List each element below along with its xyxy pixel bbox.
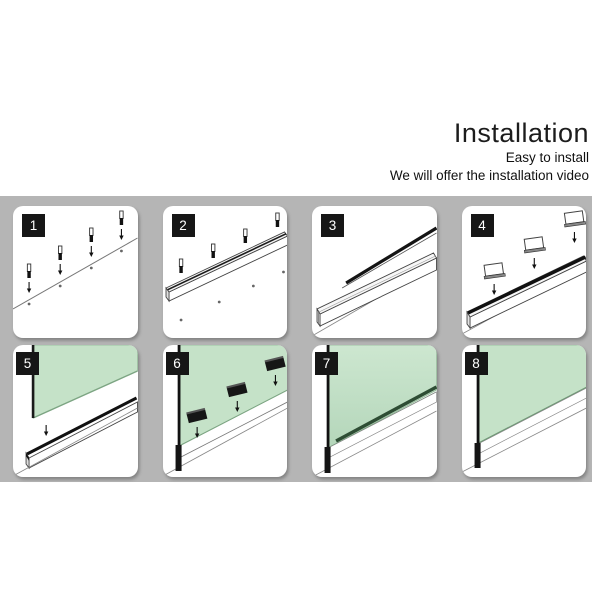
floor-line (461, 407, 586, 473)
channel-end-cap (474, 443, 481, 468)
arrow-down-icon (26, 229, 124, 293)
step-number-badge: 7 (315, 352, 338, 375)
step-number-badge: 4 (470, 214, 494, 237)
steps-panel: 1 (0, 196, 592, 482)
step-card-2: 2 (162, 206, 287, 338)
step-number-badge: 6 (165, 352, 189, 375)
floor-line (162, 407, 287, 477)
step-number-badge: 3 (321, 214, 344, 237)
step-card-5: 5 (13, 345, 138, 477)
gasket-strip (466, 255, 586, 315)
step-2-diagram (164, 212, 287, 322)
step-5-diagram (13, 345, 138, 477)
channel-bottom-line (178, 401, 287, 459)
glass-panel (31, 345, 138, 419)
channel-profile (465, 255, 586, 330)
step-card-1: 1 (13, 206, 138, 338)
setting-block-icon (482, 210, 586, 280)
gasket-strip (26, 396, 138, 456)
channel-profile (25, 396, 138, 470)
arrow-down-icon (491, 232, 577, 295)
arrow-down-icon (43, 425, 49, 436)
channel-end-cap (324, 447, 331, 473)
subtitle-video: We will offer the installation video (389, 168, 589, 184)
step-card-3: 3 (312, 206, 437, 338)
screw-pin-icon (178, 212, 280, 273)
gasket-strip (341, 226, 437, 289)
floor-line (312, 410, 437, 477)
step-number-badge: 1 (22, 214, 45, 237)
step-8-diagram (461, 345, 586, 473)
floor-line (13, 237, 138, 310)
seal-strip (335, 385, 437, 443)
step-3-diagram (312, 226, 437, 337)
step-card-8: 8 (461, 345, 586, 477)
arrow-down-icon (194, 375, 278, 438)
wedge-plate-icon (185, 355, 286, 424)
anchor-dots (179, 270, 285, 322)
step-card-7: 7 (312, 345, 437, 477)
header-text-block: Installation Easy to install We will off… (389, 118, 589, 184)
drill-hole-dots (27, 249, 123, 306)
step-number-badge: 2 (171, 214, 195, 237)
page-title: Installation (453, 118, 589, 148)
anchor-pin-icon (26, 210, 124, 278)
subtitle-easy: Easy to install (505, 150, 589, 166)
steps-grid: 1 (0, 196, 592, 482)
step-card-4: 4 (461, 206, 586, 338)
step-1-diagram (13, 210, 138, 310)
step-number-badge: 8 (464, 352, 488, 375)
step-4-diagram (461, 210, 586, 335)
channel-end-cap (175, 445, 182, 471)
step-card-6: 6 (162, 345, 287, 477)
channel-profile (164, 231, 287, 303)
channel-profile (316, 252, 437, 328)
step-number-badge: 5 (16, 352, 39, 375)
floor-line (13, 407, 138, 477)
